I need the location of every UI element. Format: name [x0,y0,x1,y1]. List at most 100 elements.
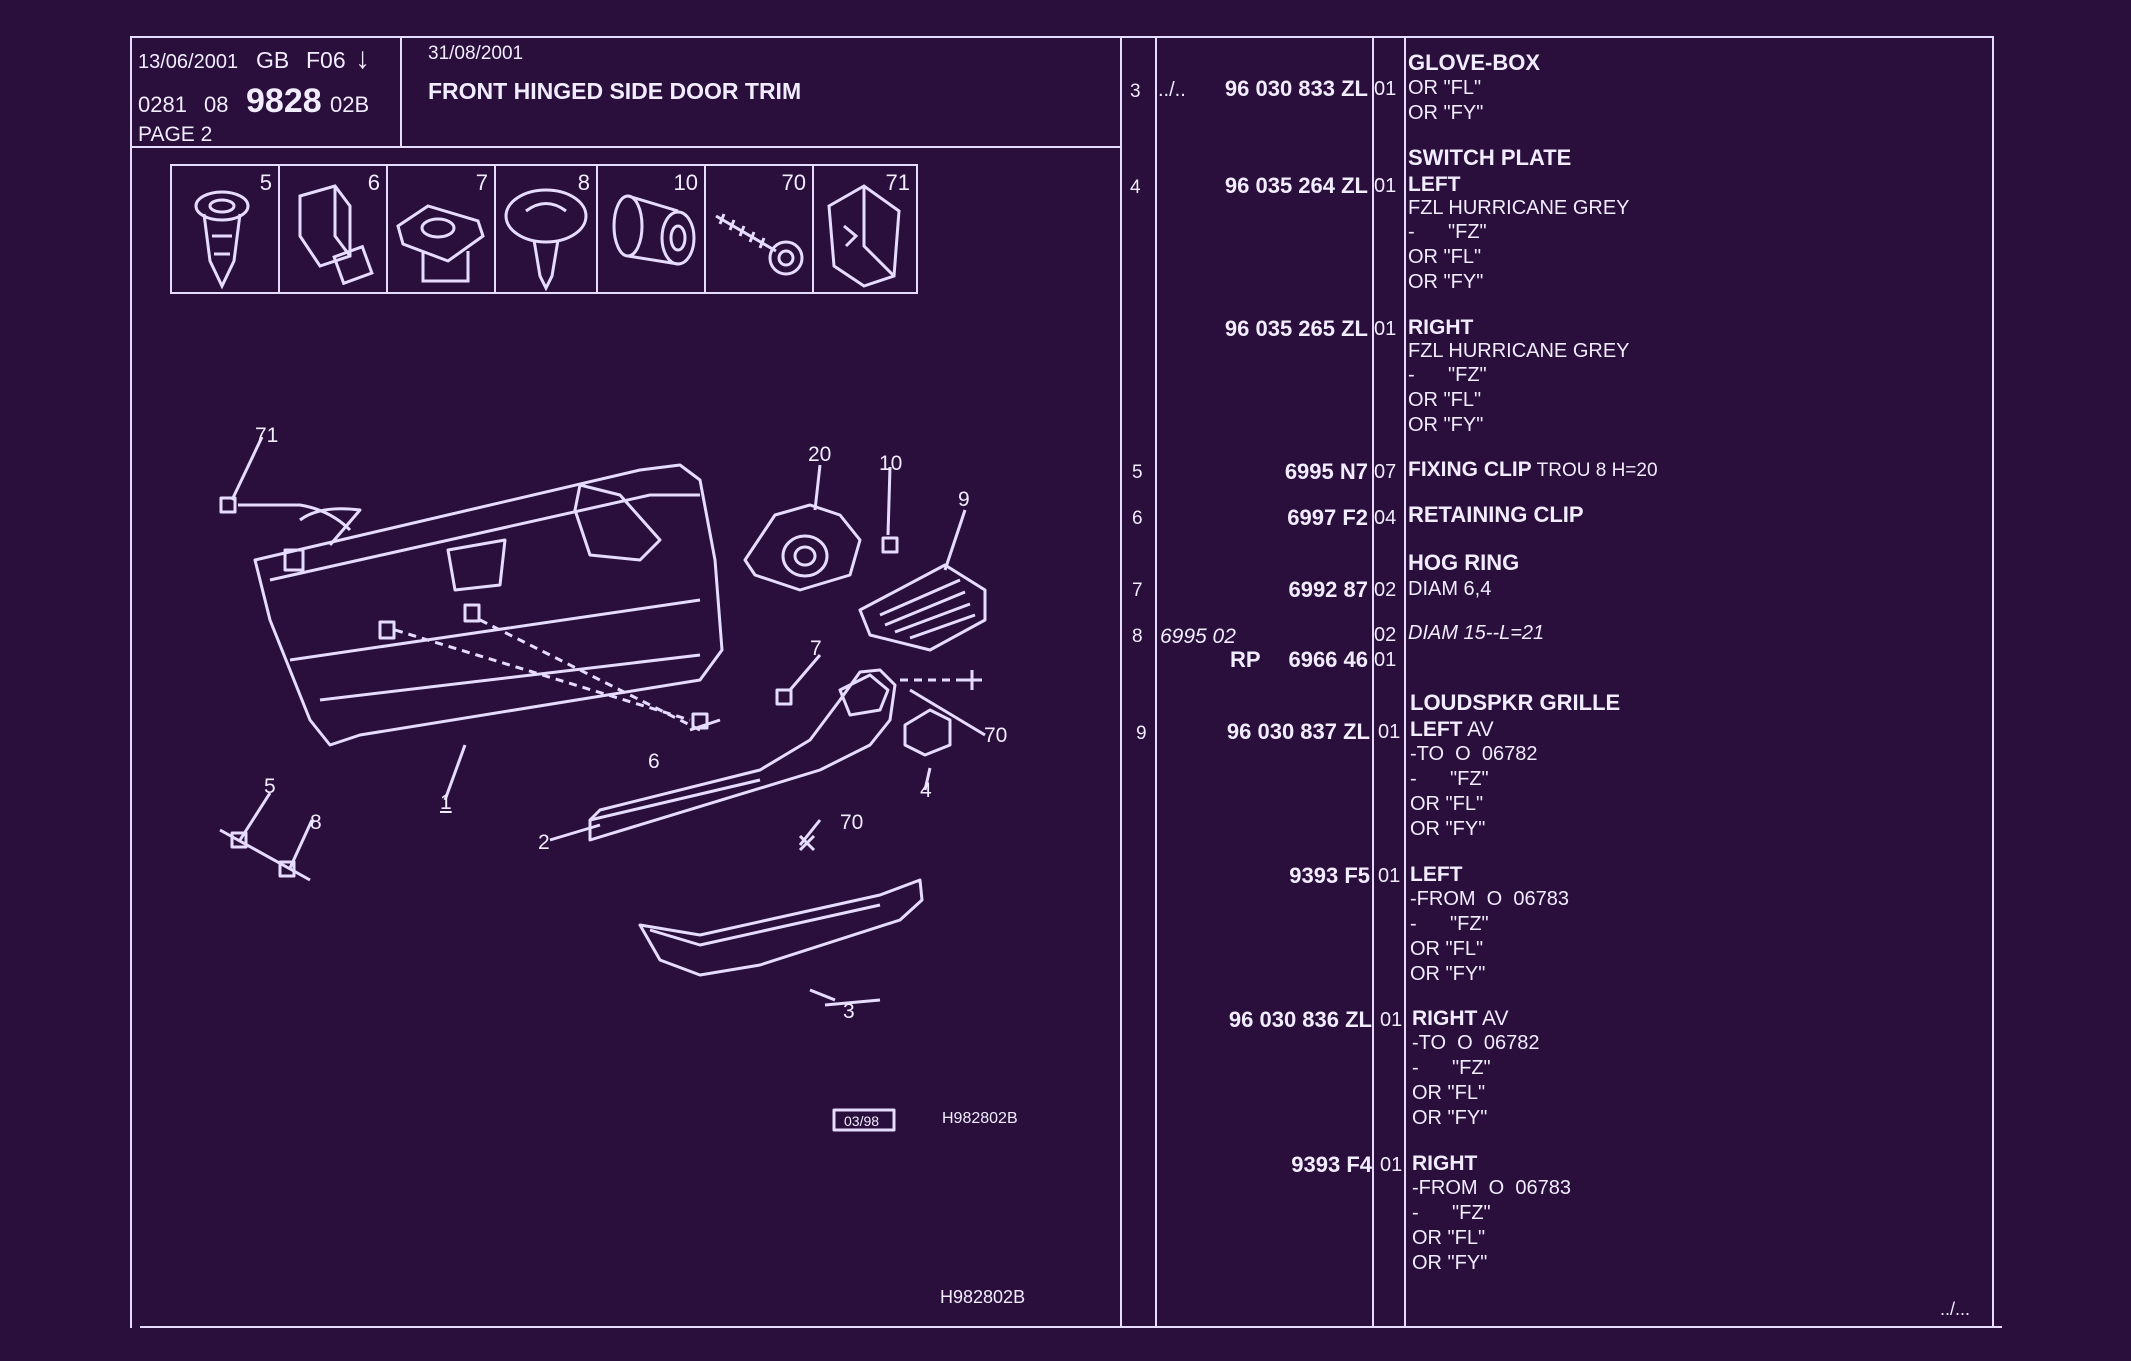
quantity: 01 [1380,1009,1403,1031]
part-number: 6966 46 [1288,647,1368,672]
fixing-clip-icon [504,188,588,292]
description-line: - "FZ" [1412,1057,1491,1079]
fastener-71: 71 [812,164,918,294]
description-line: OR "FL" [1408,246,1482,268]
part-number: 9393 F5 [1289,863,1370,888]
quantity: 01 [1374,649,1397,671]
description-line: GLOVE-BOX [1408,50,1541,75]
frame-left [130,36,132,1328]
callout-4: 4 [920,779,932,802]
part-prefix: 6995 02 [1160,625,1236,648]
description-line: LEFT AV [1410,718,1494,741]
quantity: 04 [1374,507,1397,529]
description-line: OR "FY" [1408,414,1484,436]
description-line: RETAINING CLIP [1408,502,1584,527]
col-line-4 [1404,36,1406,1328]
part-prefix: RP [1230,647,1261,672]
part-number: 9393 F4 [1291,1152,1372,1177]
quantity: 02 [1374,579,1397,601]
quantity: 01 [1380,1154,1403,1176]
callout-1: 1 [440,791,452,814]
quantity: 01 [1374,78,1397,100]
part-number: 96 030 837 ZL [1226,719,1370,744]
description-line: - "FZ" [1410,768,1489,790]
description-line: OR "FY" [1412,1252,1488,1274]
quantity: 02 [1374,624,1397,646]
continued-marker: ../... [1940,1299,1971,1319]
description-heading: LOUDSPKR GRILLE [1410,690,1621,715]
part-number: 96 035 264 ZL [1224,173,1368,198]
item-number: 3 [1130,81,1141,102]
item-number: 6 [1132,508,1143,529]
retaining-clip-icon [298,184,374,286]
part-number: 6995 N7 [1284,459,1368,484]
part-number: 6992 87 [1288,577,1368,602]
edit-date: 31/08/2001 [428,43,524,64]
callout-9: 9 [958,488,970,511]
description-line: LEFT [1410,863,1463,886]
door-trim-diagram [219,436,987,1132]
description-line: FZL HURRICANE GREY [1408,197,1630,219]
description-line: -TO O 06782 [1410,743,1538,765]
description-line: OR "FY" [1408,271,1484,293]
armrest [588,668,897,842]
description-line: RIGHT AV [1412,1007,1509,1030]
description-line: DIAM 15--L=21 [1408,622,1545,644]
callout-2: 2 [538,831,550,854]
quantity: 01 [1378,865,1401,887]
door-pull [638,878,924,977]
part-number: 96 030 833 ZL [1224,76,1368,101]
frame-right [1992,36,1994,1328]
page-title: FRONT HINGED SIDE DOOR TRIM [428,78,802,104]
door-panel [253,463,724,747]
description-line: RIGHT [1412,1152,1478,1175]
description-line: OR "FL" [1410,793,1484,815]
callout-8: 8 [310,811,322,834]
item-number: 7 [1132,580,1143,601]
hog-ring-icon [396,204,485,283]
callout-7: 7 [810,637,822,660]
diagram-ref: H982802B [942,1110,1018,1127]
code-a: 0281 [138,92,187,117]
frame-top [130,36,1992,38]
part-number: 6997 F2 [1287,505,1368,530]
description-line: OR "FL" [1408,389,1482,411]
col-line-2 [1155,36,1157,1328]
part-number: 96 035 265 ZL [1224,316,1368,341]
item-number: 9 [1136,723,1147,744]
description-line: OR "FL" [1412,1227,1486,1249]
description-line: -TO O 06782 [1412,1032,1540,1054]
description-line: OR "FY" [1410,963,1486,985]
code-b: 08 [204,92,229,117]
col-line-1 [1120,36,1122,1328]
callout-70-lower: 70 [840,811,864,834]
frame-bottom [140,1326,2002,1328]
quantity: 01 [1374,318,1397,340]
grommet-icon [612,194,696,266]
description-line: OR "FL" [1412,1082,1486,1104]
page-number: PAGE 2 [138,123,213,146]
callout-70-right: 70 [984,724,1008,747]
description-line: - "FZ" [1408,364,1487,386]
callout-6: 6 [648,750,660,773]
description-heading: SWITCH PLATE [1408,145,1572,170]
print-date: 13/06/2001 [138,51,239,73]
description-heading: HOG RING [1408,550,1520,575]
item-number: 8 [1132,626,1143,647]
part-number: 96 030 836 ZL [1228,1007,1372,1032]
edge-clip-icon [827,184,901,288]
callout-71: 71 [255,424,279,447]
item-number: 4 [1130,177,1141,198]
quantity: 07 [1374,461,1397,483]
description-line: - "FZ" [1412,1202,1491,1224]
header-divider-h [130,146,1120,148]
language-code: GB [256,47,290,73]
down-arrow-icon: ↓ [355,42,370,75]
callout-5: 5 [264,775,276,798]
description-line: - "FZ" [1410,913,1489,935]
switch-plate [903,708,952,757]
sheet-ref: H982802B [940,1287,1026,1307]
description-line: -FROM O 06783 [1410,888,1569,910]
description-line: RIGHT [1408,316,1474,339]
